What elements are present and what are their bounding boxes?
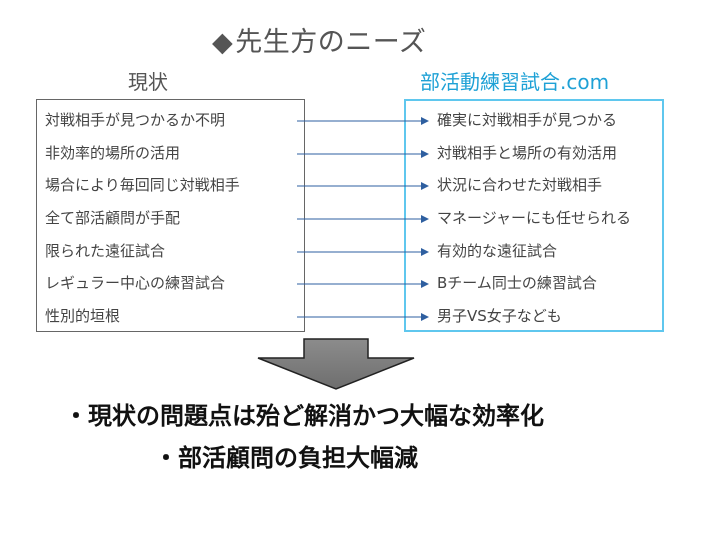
diamond-bullet-icon: ◆ bbox=[212, 27, 234, 58]
service-item: 状況に合わせた対戦相手 bbox=[437, 176, 603, 194]
current-item: レギュラー中心の練習試合 bbox=[45, 274, 226, 292]
current-item: 全て部活顧問が手配 bbox=[45, 209, 181, 227]
current-item: 限られた遠征試合 bbox=[45, 242, 166, 260]
slide-title: ◆先生方のニーズ bbox=[212, 20, 426, 59]
current-state-box bbox=[36, 99, 305, 332]
service-box bbox=[404, 99, 664, 332]
service-item: 対戦相手と場所の有効活用 bbox=[437, 144, 618, 162]
current-state-heading: 現状 bbox=[128, 70, 168, 94]
current-item: 対戦相手が見つかるか不明 bbox=[45, 111, 226, 129]
service-item: Bチーム同士の練習試合 bbox=[437, 274, 597, 292]
service-item: 有効的な遠征試合 bbox=[437, 242, 558, 260]
current-item: 非効率的場所の活用 bbox=[45, 144, 181, 162]
current-item: 性別的垣根 bbox=[45, 307, 121, 325]
service-item: マネージャーにも任せられる bbox=[437, 209, 631, 227]
service-heading: 部活動練習試合.com bbox=[420, 70, 610, 94]
conclusion-line-2: ・部活顧問の負担大幅減 bbox=[154, 444, 418, 472]
service-item: 男子VS女子なども bbox=[437, 307, 562, 325]
slide-title-text: 先生方のニーズ bbox=[235, 27, 427, 58]
down-arrow-icon bbox=[257, 338, 415, 390]
current-item: 場合により毎回同じ対戦相手 bbox=[45, 176, 240, 194]
service-item: 確実に対戦相手が見つかる bbox=[437, 111, 618, 129]
conclusion-line-1: ・現状の問題点は殆ど解消かつ大幅な効率化 bbox=[64, 402, 544, 430]
